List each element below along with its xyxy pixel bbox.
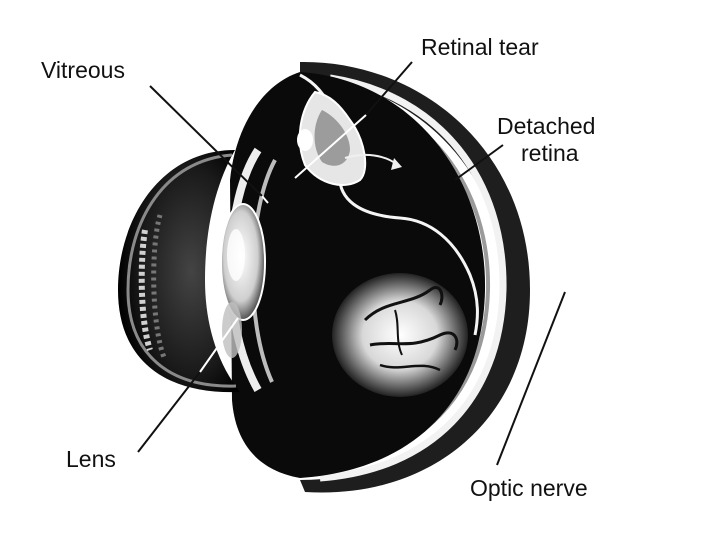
iris-texture-2 bbox=[151, 214, 168, 361]
label-vitreous: Vitreous bbox=[41, 57, 125, 83]
blood-vessel bbox=[379, 363, 441, 372]
leader-line-vitreous bbox=[149, 85, 263, 197]
cornea-rim bbox=[126, 153, 237, 388]
leader-line-detached bbox=[454, 144, 504, 181]
label-retinal-tear: Retinal tear bbox=[421, 34, 539, 60]
retinal-tear-hole bbox=[297, 129, 313, 151]
leader-line-optic bbox=[496, 291, 566, 466]
label-optic-nerve: Optic nerve bbox=[470, 475, 588, 501]
blood-vessel bbox=[394, 309, 403, 356]
leader-line-lens-inner bbox=[199, 317, 239, 373]
blood-vessel bbox=[369, 331, 459, 351]
blood-vessel bbox=[363, 286, 444, 322]
fundus-area bbox=[332, 273, 468, 397]
leader-line-retinal-tear bbox=[365, 61, 413, 116]
sclera-white-band bbox=[319, 74, 507, 482]
lens-highlight bbox=[227, 229, 245, 281]
label-detached-line1: Detached bbox=[497, 113, 596, 139]
tear-arrow-head bbox=[391, 158, 402, 170]
lens-lower-part bbox=[222, 302, 242, 358]
leader-line-vitreous-inner bbox=[261, 195, 269, 204]
label-detached-line2: retina bbox=[521, 140, 579, 166]
label-lens: Lens bbox=[66, 446, 116, 472]
leader-line-retinal-tear-inner bbox=[294, 114, 367, 179]
leader-line-lens bbox=[137, 371, 201, 453]
label-detached-retina: Detached retina bbox=[497, 113, 595, 167]
